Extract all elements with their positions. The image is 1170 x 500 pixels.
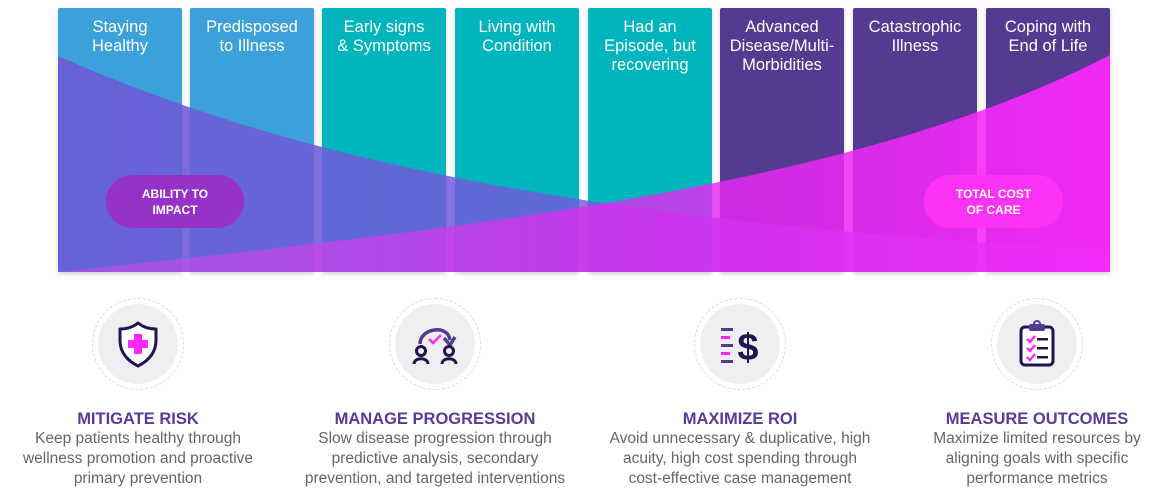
clipboard-checklist-icon xyxy=(1019,320,1055,367)
stage-column-living-with-condition: Living with Condition xyxy=(455,8,579,272)
icon-badge xyxy=(389,298,481,390)
stage-label: Early signs & Symptoms xyxy=(337,18,431,55)
feature-description: Slow disease progression through predict… xyxy=(304,430,566,487)
patient-transition-icon xyxy=(412,328,458,365)
stage-label: Staying Healthy xyxy=(92,18,148,55)
feature-manage-progression: MANAGE PROGRESSION Slow disease progress… xyxy=(290,298,580,489)
stage-column-early-signs: Early signs & Symptoms xyxy=(322,8,446,272)
total-cost-of-care-badge: TOTAL COST OF CARE xyxy=(924,175,1063,228)
feature-title: MEASURE OUTCOMES xyxy=(945,410,1129,428)
stage-column-staying-healthy: Staying Healthy xyxy=(58,8,182,272)
stage-column-advanced-disease: Advanced Disease/Multi- Morbidities xyxy=(720,8,844,272)
stage-label: Coping with End of Life xyxy=(1004,18,1092,55)
feature-measure-outcomes: MEASURE OUTCOMES Maximize limited resour… xyxy=(892,298,1170,489)
stage-label: Advanced Disease/Multi- Morbidities xyxy=(729,18,835,74)
icon-badge: $ xyxy=(694,298,786,390)
icon-badge xyxy=(92,298,184,390)
stage-label: Living with Condition xyxy=(478,18,556,55)
icon-badge xyxy=(991,298,1083,390)
feature-maximize-roi: $ MAXIMIZE ROI Avoid unnecessary & dupli… xyxy=(595,298,885,489)
feature-description: Keep patients healthy through wellness p… xyxy=(22,430,254,487)
stage-column-catastrophic: Catastrophic Illness xyxy=(853,8,977,272)
svg-text:$: $ xyxy=(737,327,758,366)
stage-label: Predisposed to Illness xyxy=(206,18,298,55)
stage-label: Had an Episode, but recovering xyxy=(604,18,696,74)
feature-description: Maximize limited resources by aligning g… xyxy=(933,430,1141,487)
feature-title: MITIGATE RISK xyxy=(77,410,199,428)
shield-plus-icon xyxy=(118,321,158,368)
care-continuum-diagram: Staying Healthy Predisposed to Illness E… xyxy=(58,8,1110,272)
stage-column-end-of-life: Coping with End of Life xyxy=(986,8,1110,272)
feature-mitigate-risk: MITIGATE RISK Keep patients healthy thro… xyxy=(0,298,283,489)
feature-title: MANAGE PROGRESSION xyxy=(334,410,536,428)
stage-column-predisposed: Predisposed to Illness xyxy=(190,8,314,272)
stage-column-had-episode: Had an Episode, but recovering xyxy=(588,8,712,272)
stage-label: Catastrophic Illness xyxy=(868,18,962,55)
feature-description: Avoid unnecessary & duplicative, high ac… xyxy=(609,430,871,487)
dollar-list-icon: $ xyxy=(721,327,759,366)
feature-title: MAXIMIZE ROI xyxy=(682,410,798,428)
ability-to-impact-badge: ABILITY TO IMPACT xyxy=(106,175,244,228)
